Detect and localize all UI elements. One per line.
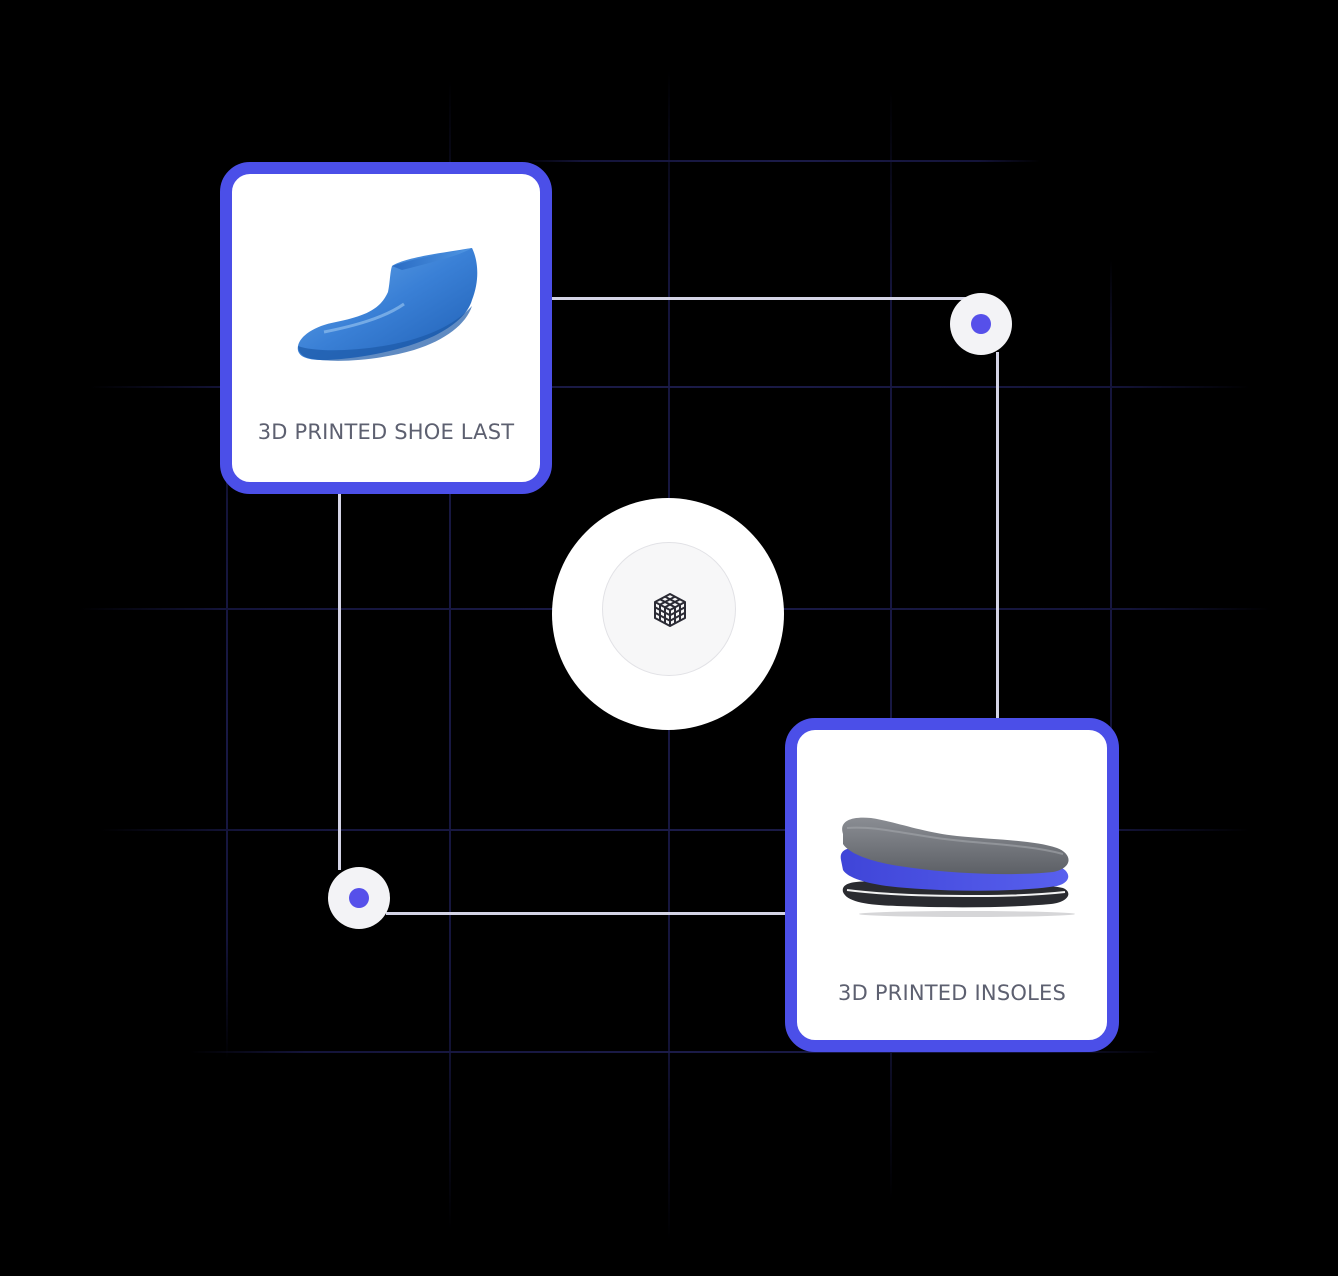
cube-icon: [654, 593, 686, 627]
connector-bottom: [386, 912, 790, 915]
grid-line-horizontal: [100, 829, 1250, 831]
node-dot: [349, 888, 369, 908]
connector-node-bottom-left: [328, 867, 390, 929]
card-shoe-last[interactable]: 3D PRINTED SHOE LAST: [220, 162, 552, 494]
grid-line-horizontal: [190, 1051, 1160, 1053]
grid-line-vertical: [890, 90, 892, 1200]
grid-line-horizontal: [520, 160, 1040, 162]
hub-halo: [552, 498, 784, 730]
card-insoles[interactable]: 3D PRINTED INSOLES: [785, 718, 1119, 1052]
node-dot: [971, 314, 991, 334]
blue-shoe-last-image: [297, 248, 478, 361]
grid-line-vertical: [449, 80, 451, 1230]
connector-node-top-right: [950, 293, 1012, 355]
card-label: 3D PRINTED INSOLES: [838, 981, 1066, 1005]
grid-line-vertical: [1110, 260, 1112, 820]
layered-insoles-image: [840, 817, 1075, 917]
connector-top: [548, 297, 984, 300]
hub-button[interactable]: [602, 542, 736, 676]
connector-right: [996, 352, 999, 720]
grid-line-vertical: [226, 380, 228, 1060]
connector-left: [338, 490, 341, 870]
card-label: 3D PRINTED SHOE LAST: [257, 420, 515, 444]
grid-line-horizontal: [90, 386, 1250, 388]
